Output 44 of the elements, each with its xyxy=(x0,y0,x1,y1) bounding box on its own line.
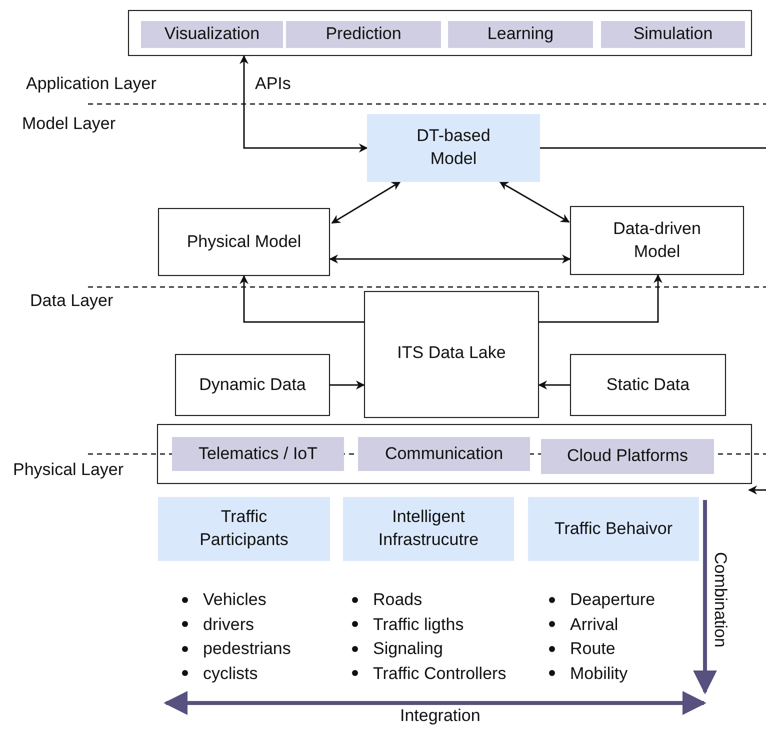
list-item: Mobility xyxy=(570,662,628,684)
list-item: pedestrians xyxy=(203,638,291,660)
category-box: Intelligent Infrastrucutre xyxy=(343,497,514,561)
technology-tag: Communication xyxy=(358,437,530,471)
connector-arrow xyxy=(240,275,364,323)
connector-arrow xyxy=(499,181,570,223)
category-box: Traffic Participants xyxy=(158,497,330,561)
list-item: Arrival xyxy=(570,614,618,636)
model-box: Data-driven Model xyxy=(570,206,744,275)
list-item: cyclists xyxy=(203,662,258,684)
physical-panel xyxy=(157,424,752,484)
layer-label: Application Layer xyxy=(26,74,156,94)
data-lake-box: ITS Data Lake xyxy=(364,291,539,418)
model-box: Physical Model xyxy=(158,208,330,276)
application-tag: Prediction xyxy=(286,21,441,48)
application-tag: Learning xyxy=(448,21,593,48)
layer-label: Data Layer xyxy=(30,291,114,311)
technology-tag: Cloud Platforms xyxy=(541,439,714,474)
list-item: Vehicles xyxy=(203,589,266,611)
axis-label: Integration xyxy=(400,706,480,726)
connector-arrow xyxy=(240,55,368,152)
application-tag: Simulation xyxy=(601,21,745,48)
application-panel xyxy=(128,10,752,56)
data-source-box: Dynamic Data xyxy=(175,354,330,416)
list-item: drivers xyxy=(203,614,254,636)
data-source-box: Static Data xyxy=(570,354,726,416)
list-item: Traffic ligths xyxy=(373,614,464,636)
connector-arrow xyxy=(329,254,571,264)
connector-arrow xyxy=(538,380,570,390)
layer-label: Model Layer xyxy=(22,114,116,134)
list-item: Route xyxy=(570,638,616,660)
list-item: Deaperture xyxy=(570,589,656,611)
list-item: Signaling xyxy=(373,638,443,660)
connector-arrow xyxy=(330,380,365,390)
layer-label: Physical Layer xyxy=(13,460,124,480)
axis-label: Combination xyxy=(710,552,730,648)
list-item: Traffic Controllers xyxy=(373,662,506,684)
connector-arrow xyxy=(331,181,401,224)
category-box: Traffic Behaivor xyxy=(528,497,699,561)
connector-arrow xyxy=(539,274,662,323)
technology-tag: Telematics / IoT xyxy=(172,437,344,471)
model-box: DT-based Model xyxy=(367,114,540,182)
application-tag: Visualization xyxy=(141,21,283,48)
list-item: Roads xyxy=(373,589,422,611)
